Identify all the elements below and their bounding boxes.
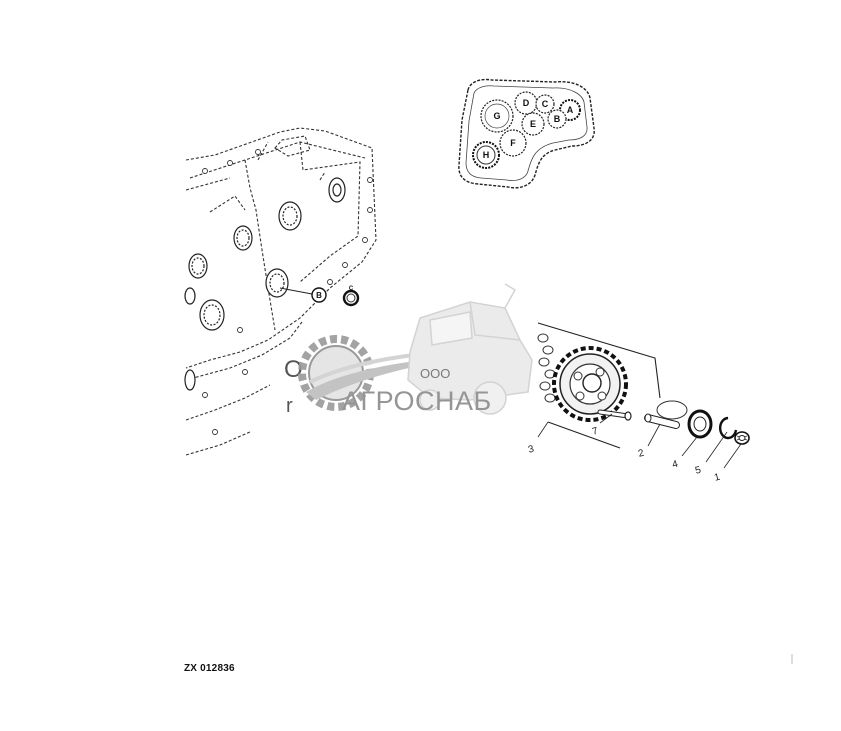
idler-shaft xyxy=(644,400,688,429)
callout-b-label: B xyxy=(316,291,322,300)
thrust-washer xyxy=(687,409,713,439)
assembly-frame xyxy=(537,322,661,399)
part-callout-7: 7 xyxy=(591,426,600,438)
cap-screw xyxy=(597,409,632,421)
gear-g: G xyxy=(480,99,514,133)
nut xyxy=(734,431,750,445)
svg-text:O: O xyxy=(284,356,303,383)
part-callout-2: 2 xyxy=(637,448,646,460)
gear-f: F xyxy=(499,129,527,157)
gear-label-f: F xyxy=(510,138,516,148)
gear-housing-inner xyxy=(465,85,588,181)
document-id: ZX 012836 xyxy=(184,663,235,674)
gear-train-inset: G D C A B E F H xyxy=(458,78,595,189)
part-callout-4: 4 xyxy=(671,459,680,471)
gear-label-g: G xyxy=(493,111,500,121)
gear-label-e: E xyxy=(530,119,536,129)
gear-label-c: C xyxy=(542,99,549,109)
housing-hidden-text: O r xyxy=(284,356,303,417)
idler-gear-assembly: 3 7 2 4 5 1 xyxy=(527,322,750,484)
part-callout-5: 5 xyxy=(694,465,703,477)
gear-d: D xyxy=(514,91,538,115)
snap-ring xyxy=(718,416,738,440)
agrosnab-watermark: ООО АГРОСНАБ xyxy=(298,283,533,416)
chain-links xyxy=(537,333,556,403)
housing-bolts xyxy=(202,149,373,435)
assembly-frame-bottom xyxy=(547,421,621,449)
callout-b: B xyxy=(311,287,327,303)
idler-gear xyxy=(552,346,628,422)
watermark-company-name: АГРОСНАБ xyxy=(342,386,492,416)
housing-bores xyxy=(184,177,346,391)
gear-e: E xyxy=(521,112,545,136)
gear-label-a: A xyxy=(567,105,574,115)
gear-label-b: B xyxy=(554,114,561,124)
gear-b: B xyxy=(547,109,567,129)
callout-c-label: C xyxy=(349,286,354,292)
svg-text:r: r xyxy=(286,395,293,417)
gear-h: H xyxy=(472,141,500,169)
callout-c: C xyxy=(342,286,360,307)
gear-label-h: H xyxy=(483,150,490,160)
part-callouts: 3 7 2 4 5 1 xyxy=(527,426,722,484)
watermark-company-form: ООО xyxy=(420,366,450,381)
part-leaders xyxy=(537,413,742,469)
callout-b-leader xyxy=(279,287,313,295)
part-callout-1: 1 xyxy=(713,472,722,484)
gear-c: C xyxy=(535,94,555,114)
watermark-harvester-icon xyxy=(407,283,533,415)
part-callout-3: 3 xyxy=(527,444,536,456)
transmission-housing xyxy=(185,127,377,456)
gear-label-d: D xyxy=(523,98,530,108)
